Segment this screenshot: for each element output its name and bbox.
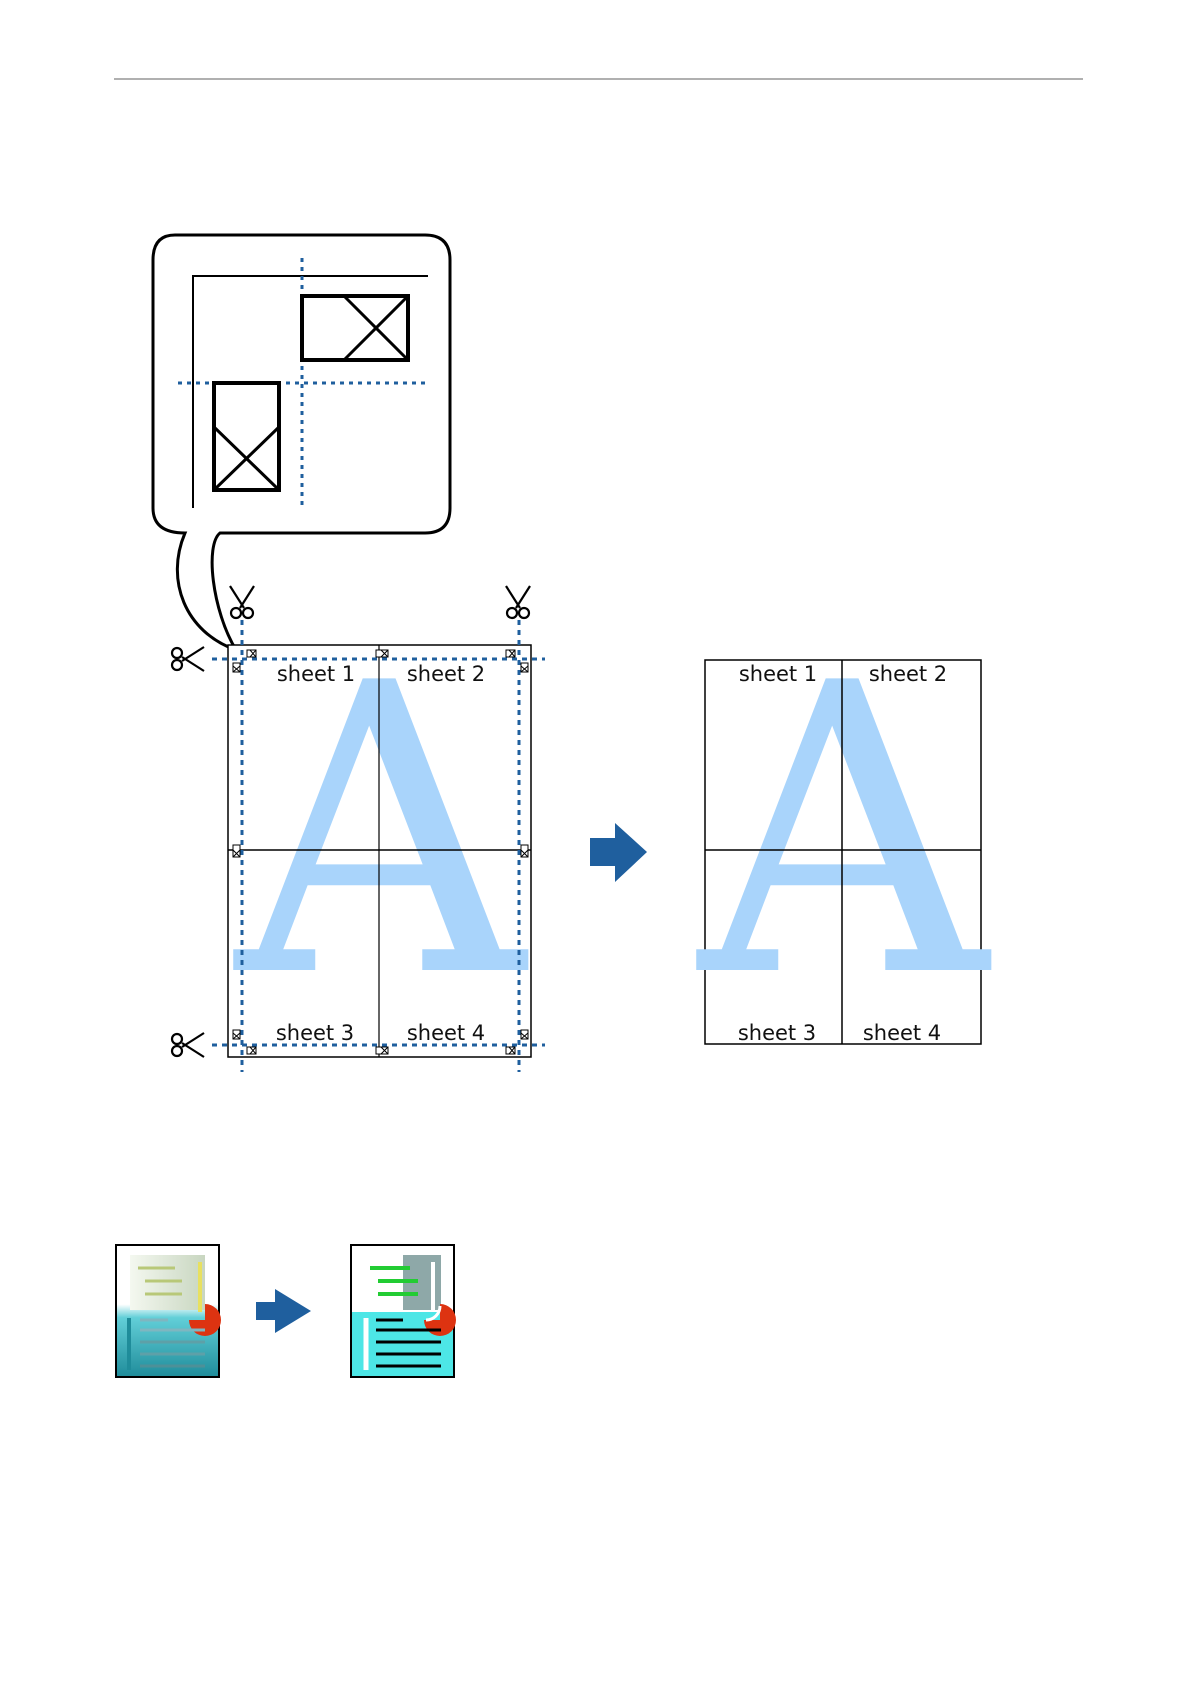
sheet-label: sheet 4 — [863, 1021, 941, 1045]
sheet-label: sheet 3 — [276, 1021, 354, 1045]
sheet-label: sheet 2 — [869, 662, 947, 686]
sheet-label: sheet 3 — [738, 1021, 816, 1045]
sheet-label: sheet 1 — [277, 662, 355, 686]
scissors-icon — [172, 647, 204, 671]
document-thumbnail-icon — [116, 1245, 221, 1377]
sheet-label: sheet 1 — [739, 662, 817, 686]
printed-page-with-cut-marks: A sheet 1 sheet 2 sheet 3 sheet 4 — [172, 586, 545, 1072]
arrow-right-icon — [256, 1289, 311, 1333]
cut-mark-icon — [302, 296, 408, 360]
cut-mark-icon — [214, 383, 279, 490]
document-thumbnail-icon — [351, 1245, 456, 1377]
arrow-right-icon — [590, 823, 647, 882]
scissors-icon — [172, 1033, 204, 1057]
sheet-label: sheet 4 — [407, 1021, 485, 1045]
sheet-label: sheet 2 — [407, 662, 485, 686]
callout-bubble — [153, 235, 450, 650]
assembled-poster: A sheet 1 sheet 2 sheet 3 sheet 4 — [692, 600, 992, 1065]
